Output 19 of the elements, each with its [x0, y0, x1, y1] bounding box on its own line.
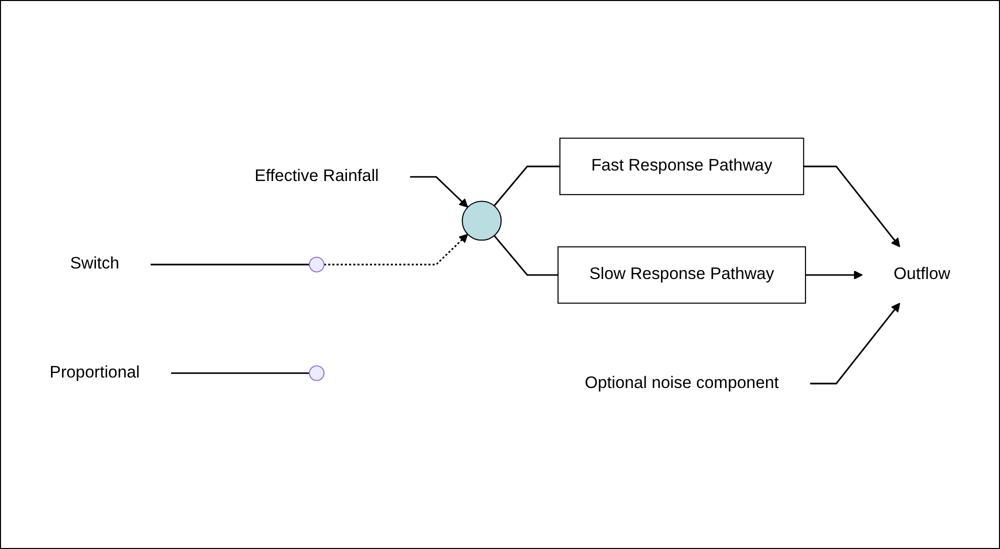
node-text: Outflow — [894, 265, 950, 283]
connector — [150, 263, 310, 265]
arrow — [804, 165, 900, 247]
node-box: Slow Response Pathway — [558, 246, 806, 304]
node-text: Optional noise component — [584, 374, 779, 392]
connector — [494, 234, 558, 276]
node-text: Proportional — [50, 363, 140, 382]
node-text: Switch — [70, 254, 120, 272]
node-text: Effective Rainfall — [254, 166, 379, 185]
arrow — [805, 270, 863, 280]
node-circle — [462, 200, 502, 240]
arrow — [324, 233, 468, 265]
node-box: Fast Response Pathway — [559, 137, 804, 195]
node-circle — [308, 256, 325, 272]
connector — [494, 165, 560, 206]
node-circle — [308, 364, 325, 380]
connector — [171, 372, 310, 374]
arrow — [810, 302, 900, 384]
arrow — [410, 176, 468, 208]
